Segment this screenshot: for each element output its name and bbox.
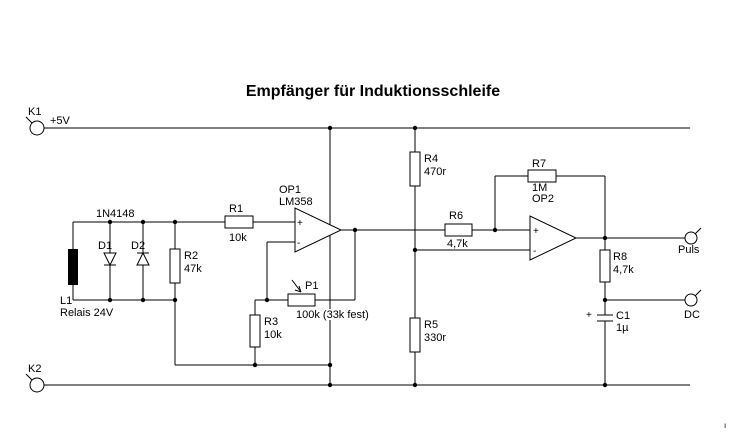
- resistor-r5-value: 330r: [424, 332, 446, 344]
- resistor-r6-label: R6: [449, 210, 463, 222]
- resistor-r4-body: [409, 151, 421, 187]
- opamp-op2-symbol: [529, 215, 578, 261]
- junction-dot: [252, 362, 258, 368]
- wires: [44, 127, 690, 386]
- opamp-op1-label: OP1: [279, 184, 301, 196]
- resistor-r1-value: 10k: [229, 232, 247, 244]
- terminal-k1-label: K1: [28, 106, 41, 118]
- resistor-r5-body: [409, 317, 421, 353]
- diode-type-label: 1N4148: [96, 208, 135, 220]
- junction-dot: [107, 297, 113, 303]
- capacitor-c1-label: C1: [616, 310, 630, 322]
- junction-dot: [327, 382, 333, 388]
- inductor-l1-label: L1: [60, 295, 72, 307]
- resistor-r5-label: R5: [424, 319, 438, 331]
- diode-d1-symbol: [103, 252, 117, 267]
- junction-dot: [602, 235, 608, 241]
- label-background: [292, 309, 384, 320]
- opamp-op2-label: OP2: [532, 193, 554, 205]
- junction-dot: [492, 227, 498, 233]
- junction-dot: [602, 382, 608, 388]
- resistor-r6-value: 4,7k: [447, 238, 468, 250]
- resistor-r8-body: [599, 249, 611, 283]
- junction-dot: [327, 362, 333, 368]
- terminal-dc: [684, 289, 702, 307]
- resistor-r1-label: R1: [229, 203, 243, 215]
- junction-dot: [412, 125, 418, 131]
- diode-d2-label: D2: [131, 240, 145, 252]
- junction-dot: [172, 297, 178, 303]
- junction-dots: [107, 125, 608, 388]
- resistor-r7-value: 1M: [532, 182, 547, 194]
- junction-dot: [172, 219, 178, 225]
- resistor-r1-body: [224, 215, 254, 229]
- resistor-r4-value: 470r: [424, 166, 446, 178]
- potentiometer-p1-label: P1: [305, 280, 318, 292]
- capacitor-c1-polarity: +: [586, 310, 592, 321]
- diode-d2-symbol: [136, 251, 150, 266]
- junction-dot: [264, 297, 270, 303]
- junction-dot: [327, 125, 333, 131]
- resistor-r2-body: [169, 248, 181, 284]
- potentiometer-p1-symbol: [287, 279, 316, 307]
- resistor-r2-value: 47k: [184, 263, 202, 275]
- resistor-r4-label: R4: [424, 153, 438, 165]
- junction-dot: [352, 227, 358, 233]
- junction-dot: [140, 297, 146, 303]
- op2-minus-sign: -: [533, 246, 536, 257]
- junction-dot: [107, 219, 113, 225]
- terminal-k2-label: K2: [28, 363, 41, 375]
- resistor-r8-label: R8: [613, 251, 627, 263]
- junction-dot: [412, 247, 418, 253]
- resistor-r3-label: R3: [264, 316, 278, 328]
- capacitor-c1-symbol: [597, 314, 613, 322]
- resistor-r6-body: [444, 223, 473, 237]
- terminal-puls: [684, 227, 702, 245]
- op1-plus-sign: +: [297, 218, 303, 229]
- resistor-r7-label: R7: [532, 158, 546, 170]
- diode-d1-label: D1: [98, 240, 112, 252]
- terminal-dc-label: DC: [684, 309, 700, 321]
- resistor-r8-value: 4,7k: [613, 264, 634, 276]
- capacitor-c1-value: 1µ: [616, 322, 629, 334]
- op1-minus-sign: -: [297, 238, 300, 249]
- junction-dot: [602, 297, 608, 303]
- junction-dot: [140, 219, 146, 225]
- resistor-r3-value: 10k: [264, 329, 282, 341]
- op2-plus-sign: +: [533, 226, 539, 237]
- schematic-title: Empfänger für Induktionsschleife: [246, 83, 500, 100]
- resistor-r2-label: R2: [184, 250, 198, 262]
- junction-dot: [412, 382, 418, 388]
- resistor-r3-body: [249, 314, 261, 348]
- terminal-k2: [25, 373, 45, 393]
- resistor-r7-body: [527, 169, 557, 183]
- terminal-k1: [25, 116, 45, 136]
- opamp-op1-type: LM358: [279, 196, 313, 208]
- potentiometer-p1-value: 100k (33k fest): [296, 309, 369, 321]
- inductor-l1-value: Relais 24V: [60, 307, 114, 319]
- terminal-puls-label: Puls: [678, 244, 700, 256]
- supply-voltage-label: +5V: [50, 115, 71, 127]
- inductor-l1-symbol: [68, 249, 78, 285]
- corner-mark: ı: [724, 421, 726, 430]
- opamp-op1-symbol: [294, 207, 343, 253]
